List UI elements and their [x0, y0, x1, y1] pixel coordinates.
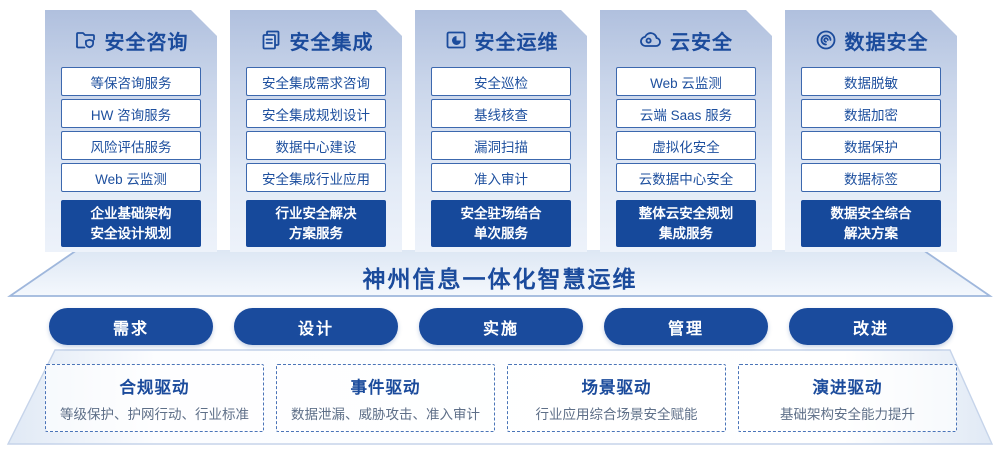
service-card-security-consulting: 安全咨询 等保咨询服务 HW 咨询服务 风险评估服务 Web 云监测 企业基础架… — [45, 10, 217, 252]
process-pill-improvement: 改进 — [789, 308, 953, 345]
card-header: 云安全 — [600, 10, 772, 55]
driver-box-scenario: 场景驱动 行业应用综合场景安全赋能 — [507, 364, 726, 432]
service-card-data-security: 数据安全 数据脱敏 数据加密 数据保护 数据标签 数据安全综合 解决方案 — [785, 10, 957, 252]
card-title: 安全咨询 — [104, 31, 189, 54]
service-card-security-integration: 安全集成 安全集成需求咨询 安全集成规划设计 数据中心建设 安全集成行业应用 行… — [230, 10, 402, 252]
card-footer-line: 企业基础架构 — [90, 205, 172, 221]
stacked-documents-icon — [259, 28, 283, 52]
card-footer: 数据安全综合 解决方案 — [801, 200, 941, 247]
card-header: 安全咨询 — [45, 10, 217, 55]
card-footer: 整体云安全规划 集成服务 — [616, 200, 756, 247]
service-item: 漏洞扫描 — [431, 131, 571, 160]
driver-desc: 行业应用综合场景安全赋能 — [535, 407, 698, 422]
card-footer-line: 整体云安全规划 — [638, 205, 734, 221]
card-header: 安全集成 — [230, 10, 402, 55]
card-footer-line: 安全驻场结合 — [460, 205, 542, 221]
service-item: 等保咨询服务 — [61, 67, 201, 96]
driver-box-evolution: 演进驱动 基础架构安全能力提升 — [738, 364, 957, 432]
banner-platform — [10, 250, 990, 296]
process-pill-demand: 需求 — [49, 308, 213, 345]
card-title: 数据安全 — [844, 31, 929, 54]
banner-platform-edge — [7, 249, 993, 297]
service-item: 数据脱敏 — [801, 67, 941, 96]
service-item: 云数据中心安全 — [616, 163, 756, 192]
service-item: 准入审计 — [431, 163, 571, 192]
service-item: 数据中心建设 — [246, 131, 386, 160]
process-pill-implementation: 实施 — [419, 308, 583, 345]
card-footer-line: 方案服务 — [289, 225, 343, 241]
service-card-security-operations: 安全运维 安全巡检 基线核查 漏洞扫描 准入审计 安全驻场结合 单次服务 — [415, 10, 587, 252]
card-header: 安全运维 — [415, 10, 587, 55]
service-card-cloud-security: 云安全 Web 云监测 云端 Saas 服务 虚拟化安全 云数据中心安全 整体云… — [600, 10, 772, 252]
folder-shield-icon — [74, 28, 98, 52]
service-item: Web 云监测 — [61, 163, 201, 192]
driver-title: 事件驱动 — [350, 379, 421, 397]
service-item: 安全巡检 — [431, 67, 571, 96]
process-pill-management: 管理 — [604, 308, 768, 345]
card-footer-line: 单次服务 — [474, 225, 528, 241]
service-item: 数据加密 — [801, 99, 941, 128]
service-item: 安全集成行业应用 — [246, 163, 386, 192]
card-title: 安全运维 — [474, 31, 559, 54]
driver-title: 场景驱动 — [581, 379, 652, 397]
driver-desc: 数据泄漏、威胁攻击、准入审计 — [291, 407, 480, 422]
driver-title: 合规驱动 — [119, 379, 190, 397]
driver-desc: 等级保护、护网行动、行业标准 — [60, 407, 249, 422]
card-footer-line: 数据安全综合 — [830, 205, 912, 221]
service-item: Web 云监测 — [616, 67, 756, 96]
card-header: 数据安全 — [785, 10, 957, 55]
card-footer-line: 集成服务 — [659, 225, 713, 241]
card-footer: 安全驻场结合 单次服务 — [431, 200, 571, 247]
pie-chart-box-icon — [444, 28, 468, 52]
service-item: 基线核查 — [431, 99, 571, 128]
banner-title: 神州信息一体化智慧运维 — [362, 266, 638, 292]
fingerprint-icon — [814, 28, 838, 52]
driver-box-compliance: 合规驱动 等级保护、护网行动、行业标准 — [45, 364, 264, 432]
service-item: 风险评估服务 — [61, 131, 201, 160]
service-item: 云端 Saas 服务 — [616, 99, 756, 128]
card-footer-line: 行业安全解决 — [275, 205, 357, 221]
service-item: HW 咨询服务 — [61, 99, 201, 128]
service-item: 安全集成规划设计 — [246, 99, 386, 128]
card-footer-line: 解决方案 — [844, 225, 898, 241]
card-footer: 行业安全解决 方案服务 — [246, 200, 386, 247]
card-footer: 企业基础架构 安全设计规划 — [61, 200, 201, 247]
service-item: 虚拟化安全 — [616, 131, 756, 160]
driver-desc: 基础架构安全能力提升 — [780, 407, 915, 422]
service-item: 安全集成需求咨询 — [246, 67, 386, 96]
card-title: 安全集成 — [289, 31, 374, 54]
service-item: 数据保护 — [801, 131, 941, 160]
card-title: 云安全 — [670, 31, 733, 54]
driver-box-incident: 事件驱动 数据泄漏、威胁攻击、准入审计 — [276, 364, 495, 432]
cloud-icon — [639, 28, 663, 52]
service-item: 数据标签 — [801, 163, 941, 192]
driver-title: 演进驱动 — [812, 379, 883, 397]
process-pill-design: 设计 — [234, 308, 398, 345]
card-footer-line: 安全设计规划 — [90, 225, 172, 241]
